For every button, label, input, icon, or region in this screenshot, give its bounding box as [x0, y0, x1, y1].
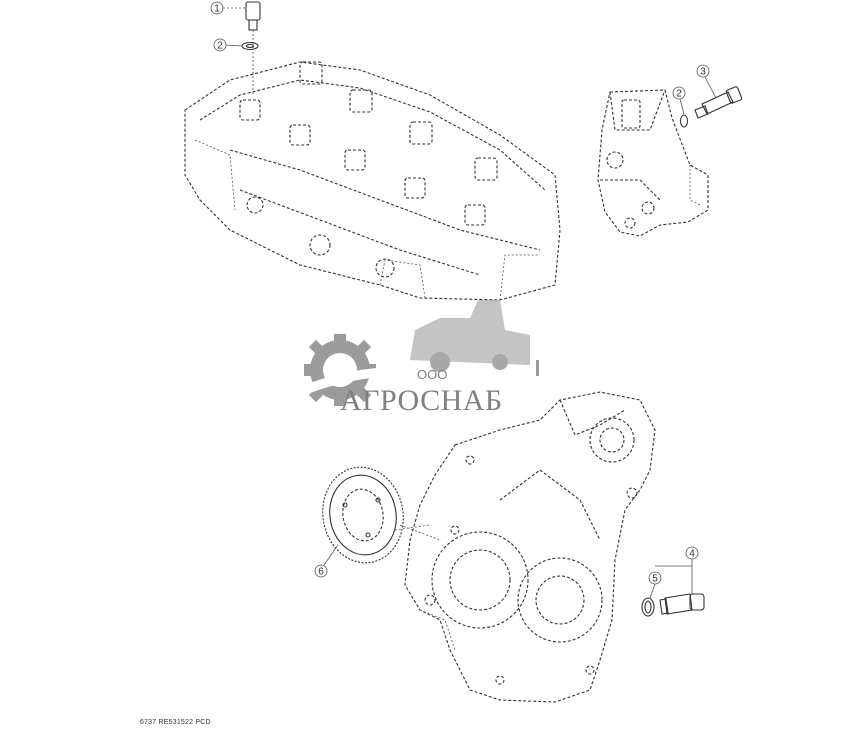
callout-6[interactable]: 6	[314, 544, 339, 578]
callout-2-top[interactable]: 2	[213, 38, 243, 52]
callout-4[interactable]: 4	[655, 546, 699, 594]
callout-2-right[interactable]: 2	[672, 86, 686, 115]
washer-part-2	[241, 41, 259, 51]
watermark-prefix: ООО	[417, 367, 447, 382]
callout-5[interactable]: 5	[648, 571, 662, 599]
sensor-part-1	[245, 1, 261, 95]
sensor-part-4	[659, 593, 705, 615]
callout-2-top-label: 2	[217, 41, 223, 52]
drawing-reference-code: 6737 RE531522 PCD	[140, 719, 211, 726]
callout-4-label: 4	[689, 549, 695, 560]
washer-part-2-right	[679, 114, 689, 128]
callout-5-label: 5	[652, 574, 658, 585]
callout-6-label: 6	[318, 567, 324, 578]
callout-3[interactable]: 3	[696, 64, 717, 99]
callout-1-label: 1	[214, 4, 220, 15]
callout-1[interactable]: 1	[210, 1, 246, 15]
watermark-logo: ООО АГРОСНАБ	[304, 300, 539, 417]
callout-2-right-label: 2	[676, 89, 682, 100]
tone-wheel-part-6	[322, 466, 441, 564]
cylinder-head	[184, 61, 561, 301]
o-ring-part-5	[641, 597, 655, 617]
callout-3-label: 3	[700, 67, 706, 78]
sensor-part-3	[694, 86, 743, 119]
harvester-icon	[410, 300, 530, 372]
pump-housing	[597, 89, 709, 237]
watermark-name: АГРОСНАБ	[340, 384, 503, 417]
front-gear-cover	[394, 391, 656, 703]
